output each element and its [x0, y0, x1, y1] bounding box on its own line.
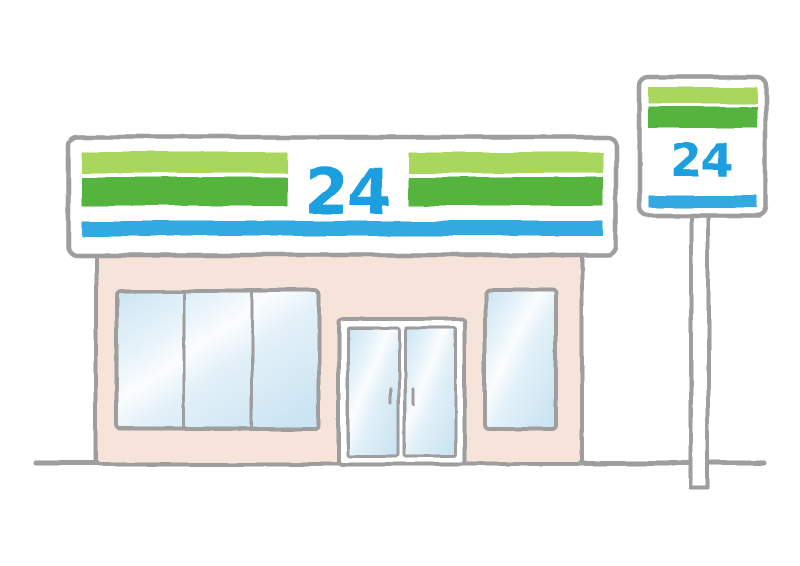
storefront-sign-number: 24 — [304, 156, 389, 230]
door-left-pane — [346, 326, 401, 459]
pole-sign-stripe-green — [648, 106, 757, 128]
sign-pole — [689, 198, 710, 490]
pole-sign-number: 24 — [671, 134, 733, 188]
pole-sign-stripe-blue — [648, 195, 757, 207]
pole-sign-stripe-light-green — [648, 87, 757, 103]
storefront-number-panel — [287, 150, 408, 218]
storefront-stripe-blue — [81, 221, 603, 236]
left-window — [115, 289, 321, 431]
door-right-pane — [403, 326, 458, 459]
right-window — [483, 287, 558, 431]
